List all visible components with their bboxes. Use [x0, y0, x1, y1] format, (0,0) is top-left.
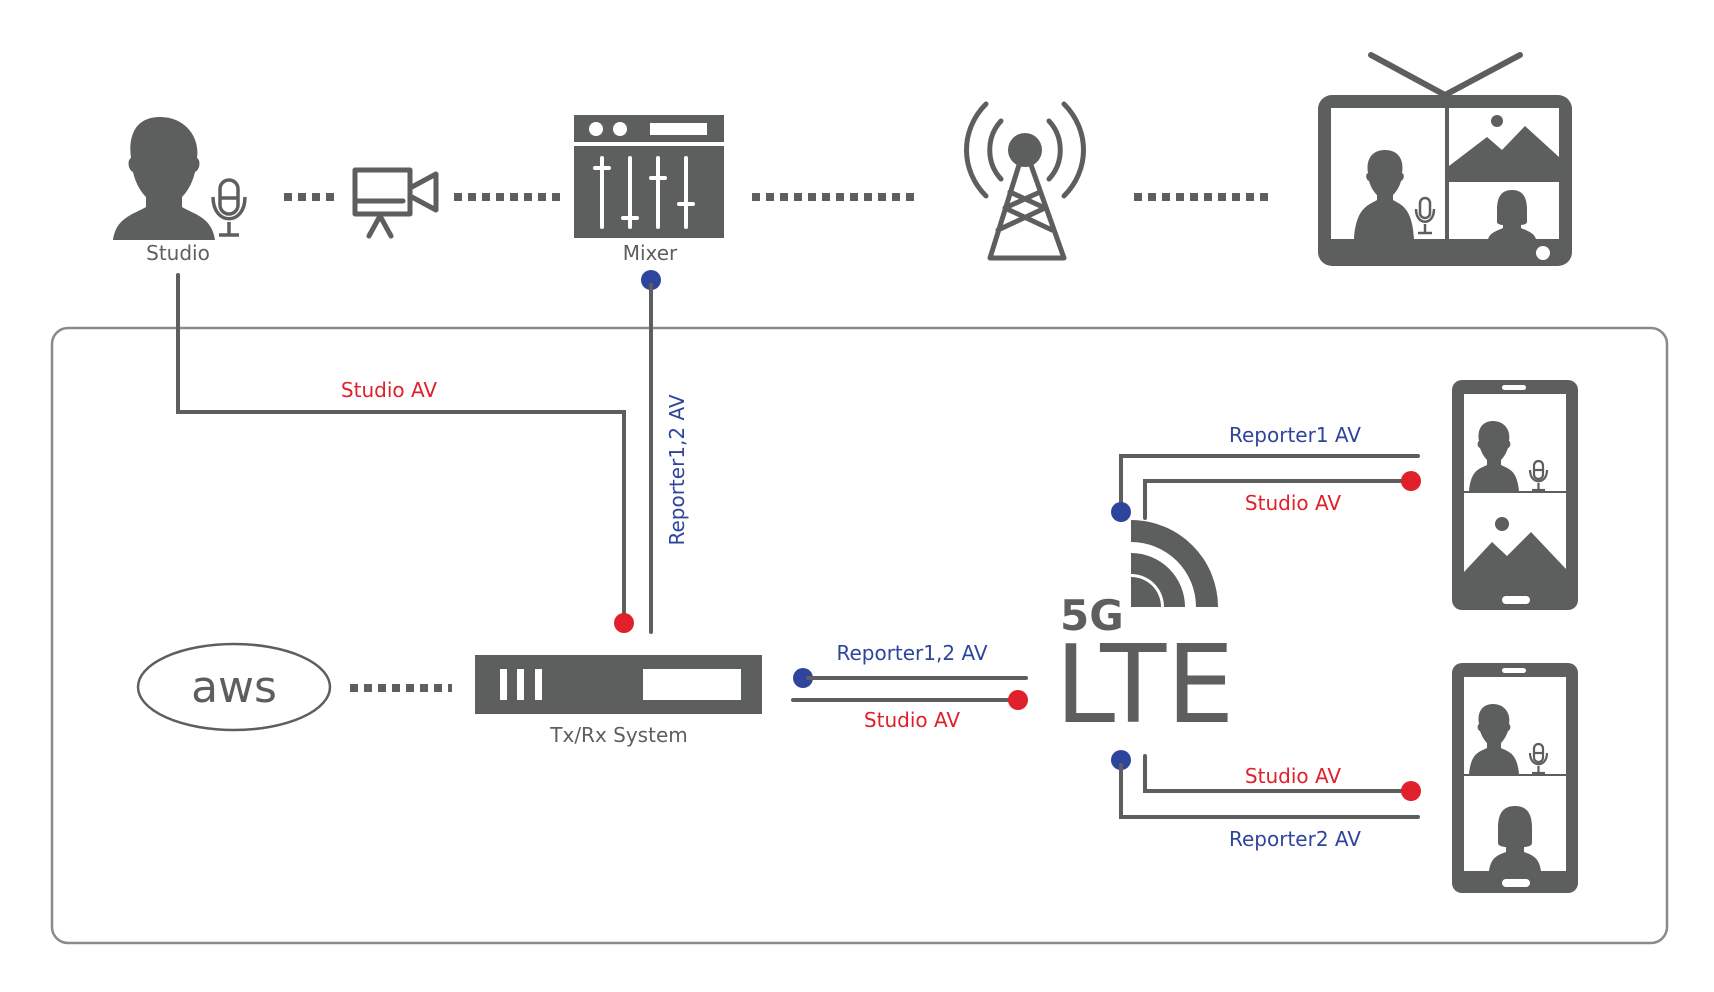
- wire-reporter2-down: [1143, 754, 1408, 793]
- lte-text: LTE: [1055, 623, 1235, 748]
- reporter1-up-dot: [1111, 502, 1131, 522]
- aws-logo-text: aws: [191, 662, 277, 713]
- wire-studio-to-txrx: [176, 273, 626, 620]
- studio-av-endpoint-dot: [614, 613, 634, 633]
- reporter1-down-dot: [1401, 471, 1421, 491]
- wire-reporter1-up: [1119, 454, 1420, 507]
- video-camera-icon: [352, 167, 439, 239]
- reporter2-phone-icon: [1452, 663, 1578, 893]
- broadcast-tower-icon: [964, 101, 1086, 261]
- television-icon: [1318, 52, 1572, 266]
- uplink-label: Reporter1,2 AV: [836, 641, 987, 665]
- mixer-input-dot: [641, 270, 661, 290]
- reporter2-up-label: Reporter2 AV: [1229, 827, 1361, 851]
- studio-person-icon: [113, 117, 215, 240]
- wire-reporter1-down: [1143, 479, 1408, 520]
- mixer-label: Mixer: [623, 241, 678, 265]
- reporter2-down-label: Studio AV: [1245, 764, 1341, 788]
- reporter1-phone-icon: [1452, 380, 1578, 610]
- reporter1-down-label: Studio AV: [1245, 491, 1341, 515]
- txrx-system-icon: [475, 655, 762, 714]
- studio-label: Studio: [146, 241, 210, 265]
- system-frame: [50, 326, 1669, 945]
- 5g-text: 5G: [1060, 591, 1124, 640]
- wire-reporter2-up: [1119, 763, 1420, 819]
- reporter12-vertical-label: Reporter1,2 AV: [665, 394, 689, 545]
- aws-cloud: [136, 642, 332, 732]
- downlink-label: Studio AV: [864, 708, 960, 732]
- txrx-label: Tx/Rx System: [549, 723, 687, 747]
- reporter2-down-dot: [1401, 781, 1421, 801]
- reporter2-up-dot: [1111, 750, 1131, 770]
- studio-microphone-icon: [211, 178, 247, 237]
- studio-av-label: Studio AV: [341, 378, 437, 402]
- mixer-icon: [574, 115, 724, 238]
- downlink-endpoint-dot: [1008, 690, 1028, 710]
- 5g-lte-icon: 5G LTE: [1055, 520, 1235, 748]
- uplink-endpoint-dot: [793, 668, 813, 688]
- reporter1-up-label: Reporter1 AV: [1229, 423, 1361, 447]
